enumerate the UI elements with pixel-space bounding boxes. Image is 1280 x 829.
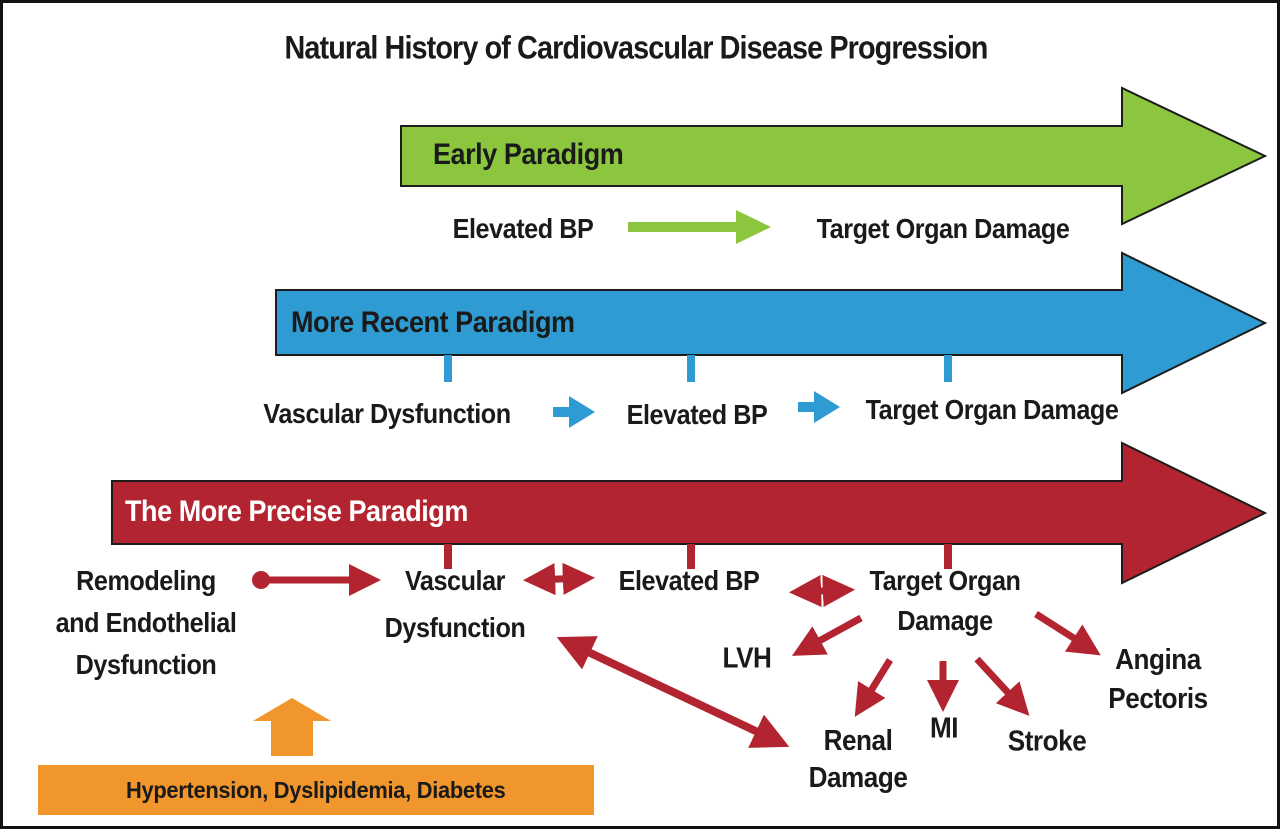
risk-factors-label: Hypertension, Dyslipidemia, Diabetes — [126, 776, 506, 803]
recent-step-vascular-dysfunction: Vascular Dysfunction — [263, 398, 511, 429]
precise-tick-icon — [687, 544, 695, 569]
green-flow-arrow-icon — [628, 210, 771, 244]
node-target-organ-damage: Target Organ Damage — [870, 561, 1021, 641]
connector-dot-icon — [252, 571, 270, 589]
outcome-line: Renal — [823, 725, 893, 757]
node-line: Dysfunction — [75, 649, 217, 680]
node-line: Remodeling — [76, 565, 216, 596]
blue-flow-arrow-icon — [798, 391, 840, 423]
target-to-renal-arrow-icon — [854, 658, 893, 717]
outcome-mi: MI — [929, 712, 959, 745]
recent-tick-icon — [444, 355, 452, 382]
early-step-elevated-bp: Elevated BP — [452, 213, 594, 244]
precise-paradigm-label: The More Precise Paradigm — [125, 495, 468, 528]
outcome-lvh: LVH — [722, 642, 772, 675]
node-elevated-bp: Elevated BP — [618, 565, 760, 596]
recent-paradigm-label: More Recent Paradigm — [291, 306, 575, 339]
outcome-line: Pectoris — [1108, 683, 1208, 715]
precise-paradigm-arrow-icon — [111, 441, 1268, 585]
target-to-stroke-arrow-icon — [974, 656, 1030, 716]
target-to-angina-arrow-icon — [1034, 611, 1101, 656]
node-vascular-dysfunction: Vascular Dysfunction — [385, 557, 526, 651]
outcome-angina-pectoris: Angina Pectoris — [1108, 641, 1208, 719]
precise-tick-icon — [944, 544, 952, 569]
blue-flow-arrow-icon — [553, 396, 595, 428]
risk-factors-box: Hypertension, Dyslipidemia, Diabetes — [38, 765, 594, 815]
node-line: and Endothelial — [55, 607, 237, 638]
elevatedbp-target-double-arrow-icon — [788, 574, 856, 608]
recent-paradigm-arrow-icon — [275, 251, 1268, 395]
node-line: Damage — [897, 605, 993, 636]
outcome-renal-damage: Renal Damage — [809, 723, 908, 797]
outcome-line: Angina — [1115, 644, 1201, 676]
node-line: Target Organ — [869, 565, 1021, 596]
recent-step-elevated-bp: Elevated BP — [626, 399, 768, 430]
risk-up-arrow-icon — [253, 698, 331, 756]
outcome-line: Damage — [808, 762, 908, 794]
precise-tick-icon — [444, 544, 452, 569]
target-to-lvh-arrow-icon — [791, 614, 863, 656]
vascular-elevatedbp-double-arrow-icon — [522, 562, 596, 596]
recent-tick-icon — [687, 355, 695, 382]
vasculardysfunction-renal-double-arrow-icon — [556, 636, 790, 748]
node-line: Dysfunction — [384, 612, 526, 643]
early-step-target-organ-damage: Target Organ Damage — [816, 213, 1070, 244]
early-paradigm-arrow-icon — [400, 86, 1268, 226]
figure-title: Natural History of Cardiovascular Diseas… — [284, 29, 989, 66]
recent-tick-icon — [944, 355, 952, 382]
node-line: Vascular — [404, 565, 506, 596]
recent-step-target-organ-damage: Target Organ Damage — [865, 394, 1119, 425]
node-remodeling-endothelial-dysfunction: Remodeling and Endothelial Dysfunction — [56, 560, 237, 686]
early-paradigm-label: Early Paradigm — [433, 138, 624, 171]
outcome-stroke: Stroke — [1007, 725, 1087, 758]
diagram-shapes-layer — [111, 86, 1268, 756]
